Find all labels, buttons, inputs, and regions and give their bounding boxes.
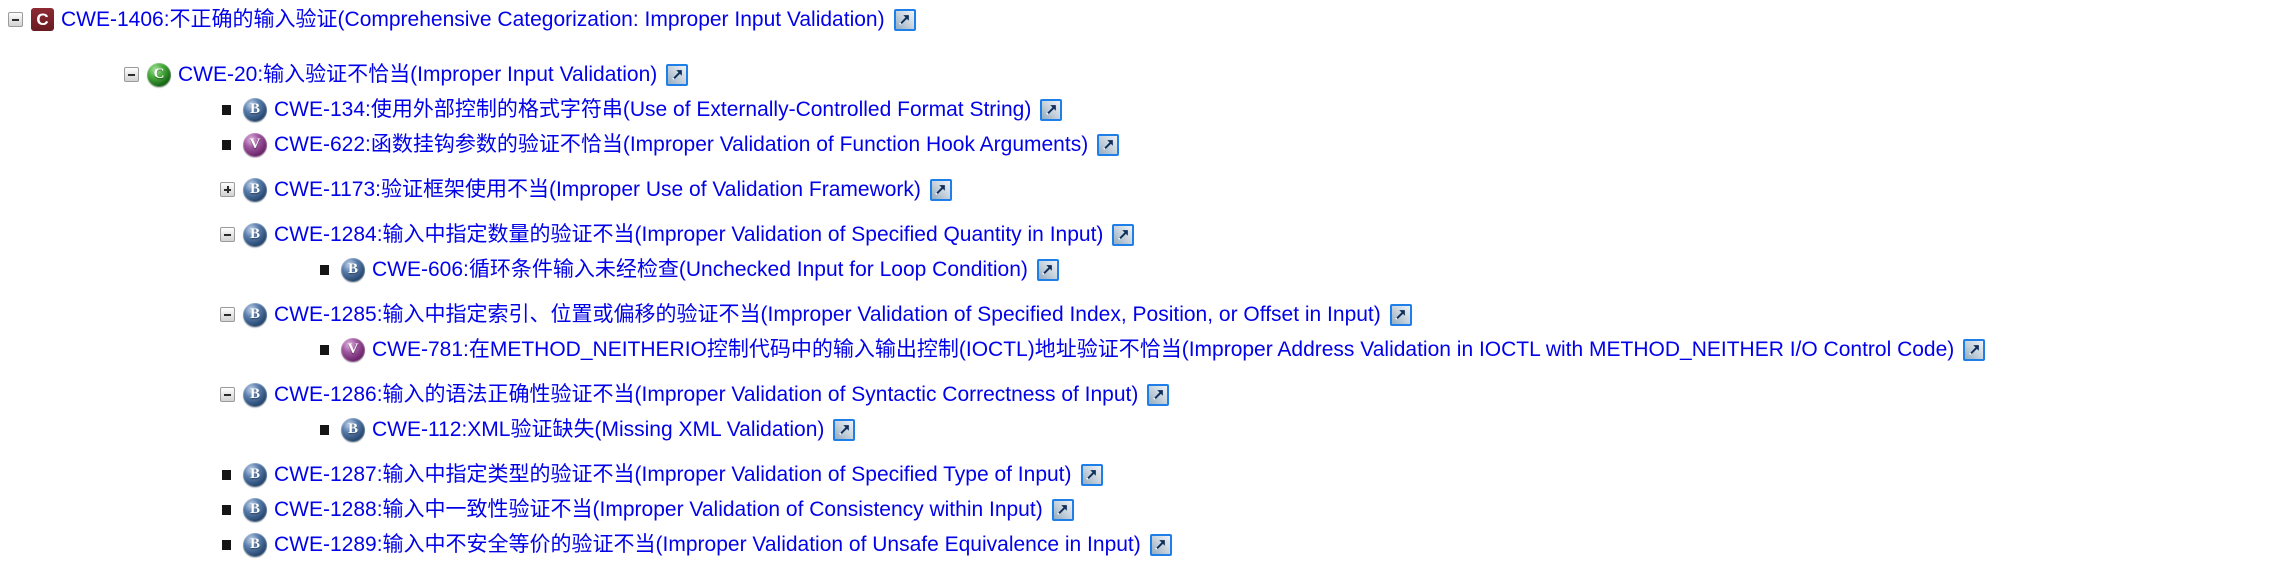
external-link-icon[interactable] (1051, 498, 1074, 521)
tree-row-cwe-1285: B CWE-1285:输入中指定索引、位置或偏移的验证不当(Improper V… (0, 297, 2284, 332)
base-icon: B (243, 382, 267, 407)
external-link-icon[interactable] (1149, 533, 1172, 556)
bullet-marker (220, 502, 235, 517)
cwe-node-link[interactable]: CWE-1286:输入的语法正确性验证不当(Improper Validatio… (274, 383, 1139, 406)
tree-row-cwe-1284: B CWE-1284:输入中指定数量的验证不当(Improper Validat… (0, 217, 2284, 252)
bullet-marker (220, 137, 235, 152)
expand-icon[interactable] (220, 182, 235, 197)
base-icon: B (341, 417, 365, 442)
base-icon: B (243, 302, 267, 327)
variant-icon: V (243, 132, 267, 157)
tree-row-cwe-622: V CWE-622:函数挂钩参数的验证不恰当(Improper Validati… (0, 127, 2284, 162)
cwe-node-link[interactable]: CWE-781:在METHOD_NEITHERIO控制代码中的输入输出控制(IO… (372, 338, 1955, 361)
cwe-node-link[interactable]: CWE-1284:输入中指定数量的验证不当(Improper Validatio… (274, 223, 1104, 246)
base-icon: B (243, 462, 267, 487)
base-icon: B (243, 497, 267, 522)
bullet-marker (318, 262, 333, 277)
external-link-icon[interactable] (1147, 383, 1170, 406)
cwe-node-link[interactable]: CWE-1288:输入中一致性验证不当(Improper Validation … (274, 498, 1043, 521)
external-link-icon[interactable] (1036, 258, 1059, 281)
bullet-marker (220, 102, 235, 117)
tree-row-cwe-20: C CWE-20:输入验证不恰当(Improper Input Validati… (0, 57, 2284, 92)
external-link-icon[interactable] (1097, 133, 1120, 156)
collapse-icon[interactable] (220, 387, 235, 402)
collapse-icon[interactable] (124, 67, 139, 82)
tree-row-cwe-112: B CWE-112:XML验证缺失(Missing XML Validation… (0, 412, 2284, 447)
tree-row-cwe-1289: B CWE-1289:输入中不安全等价的验证不当(Improper Valida… (0, 527, 2284, 562)
cwe-node-link[interactable]: CWE-20:输入验证不恰当(Improper Input Validation… (178, 63, 658, 86)
collapse-icon[interactable] (220, 227, 235, 242)
cwe-node-link[interactable]: CWE-1173:验证框架使用不当(Improper Use of Valida… (274, 178, 921, 201)
bullet-marker (318, 342, 333, 357)
bullet-marker (220, 467, 235, 482)
tree-row-cwe-1406: C CWE-1406:不正确的输入验证(Comprehensive Catego… (0, 2, 2284, 37)
external-link-icon[interactable] (1389, 303, 1412, 326)
external-link-icon[interactable] (1963, 338, 1986, 361)
cwe-node-link[interactable]: CWE-622:函数挂钩参数的验证不恰当(Improper Validation… (274, 133, 1089, 156)
external-link-icon[interactable] (833, 418, 856, 441)
tree-row-cwe-1287: B CWE-1287:输入中指定类型的验证不当(Improper Validat… (0, 457, 2284, 492)
external-link-icon[interactable] (893, 8, 916, 31)
tree-row-cwe-1288: B CWE-1288:输入中一致性验证不当(Improper Validatio… (0, 492, 2284, 527)
external-link-icon[interactable] (1040, 98, 1063, 121)
category-icon: C (31, 8, 54, 31)
variant-icon: V (341, 337, 365, 362)
external-link-icon[interactable] (666, 63, 689, 86)
bullet-marker (220, 537, 235, 552)
external-link-icon[interactable] (1112, 223, 1135, 246)
cwe-node-link[interactable]: CWE-606:循环条件输入未经检查(Unchecked Input for L… (372, 258, 1028, 281)
tree-row-cwe-1286: B CWE-1286:输入的语法正确性验证不当(Improper Validat… (0, 377, 2284, 412)
base-icon: B (243, 532, 267, 557)
tree-row-cwe-606: B CWE-606:循环条件输入未经检查(Unchecked Input for… (0, 252, 2284, 287)
collapse-icon[interactable] (8, 12, 23, 27)
collapse-icon[interactable] (220, 307, 235, 322)
external-link-icon[interactable] (929, 178, 952, 201)
class-icon: C (147, 62, 171, 87)
bullet-marker (318, 422, 333, 437)
base-icon: B (243, 177, 267, 202)
cwe-node-link[interactable]: CWE-1289:输入中不安全等价的验证不当(Improper Validati… (274, 533, 1141, 556)
external-link-icon[interactable] (1080, 463, 1103, 486)
cwe-node-link[interactable]: CWE-112:XML验证缺失(Missing XML Validation) (372, 418, 825, 441)
base-icon: B (243, 97, 267, 122)
tree-row-cwe-1173: B CWE-1173:验证框架使用不当(Improper Use of Vali… (0, 172, 2284, 207)
tree-row-cwe-134: B CWE-134:使用外部控制的格式字符串(Use of Externally… (0, 92, 2284, 127)
tree-row-cwe-781: V CWE-781:在METHOD_NEITHERIO控制代码中的输入输出控制(… (0, 332, 2284, 367)
cwe-node-link[interactable]: CWE-1287:输入中指定类型的验证不当(Improper Validatio… (274, 463, 1072, 486)
cwe-node-link[interactable]: CWE-134:使用外部控制的格式字符串(Use of Externally-C… (274, 98, 1032, 121)
base-icon: B (341, 257, 365, 282)
cwe-node-link[interactable]: CWE-1285:输入中指定索引、位置或偏移的验证不当(Improper Val… (274, 303, 1381, 326)
base-icon: B (243, 222, 267, 247)
cwe-node-link[interactable]: CWE-1406:不正确的输入验证(Comprehensive Categori… (61, 8, 885, 31)
